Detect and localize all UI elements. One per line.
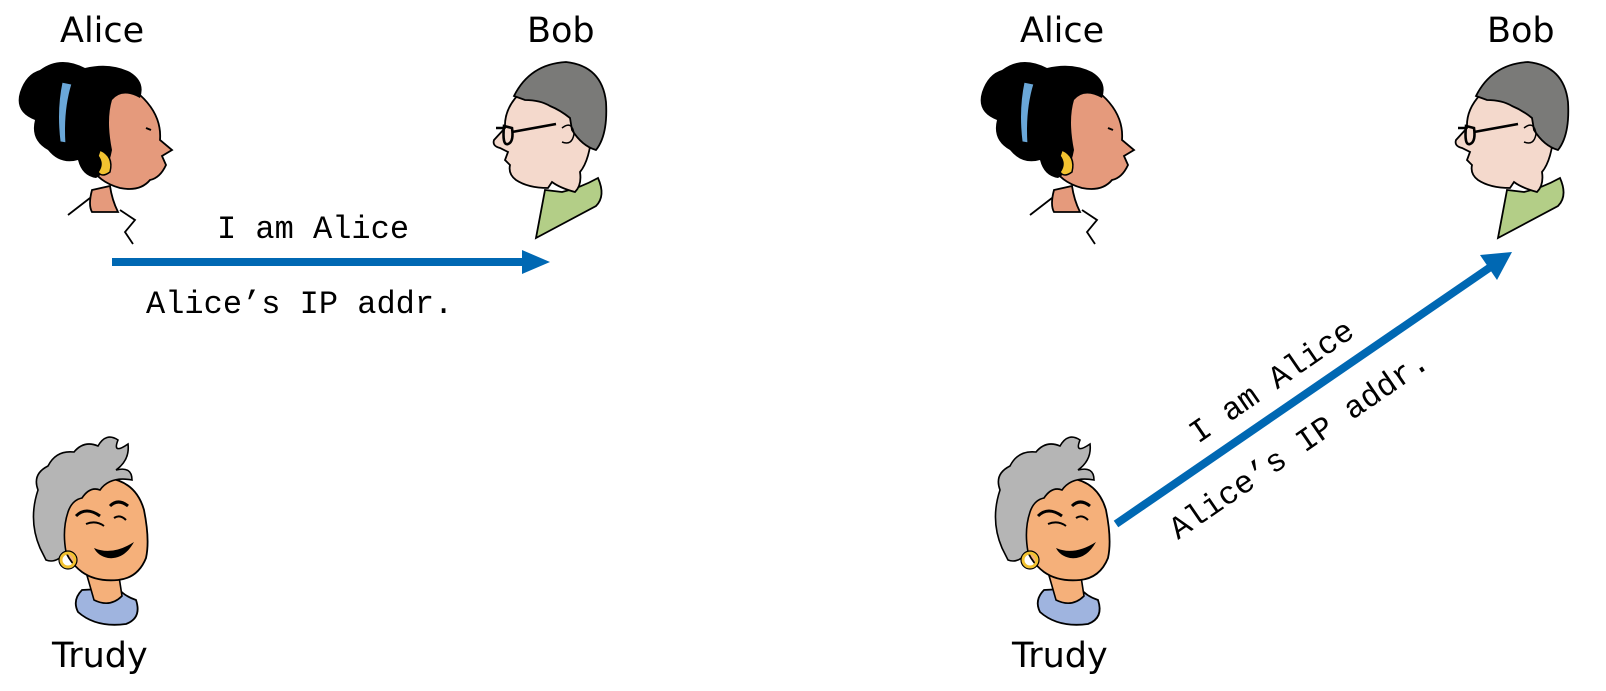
alice-figure xyxy=(979,60,1135,245)
alice-label: Alice xyxy=(60,11,144,51)
message-arrowhead xyxy=(522,250,550,274)
bob-figure xyxy=(1454,60,1570,240)
alice-label: Alice xyxy=(1020,11,1104,51)
trudy-label: Trudy xyxy=(51,636,148,676)
right-panel: Alice Bob Trudy I am Alice Alice’s IP ad… xyxy=(979,11,1570,676)
alice-figure xyxy=(17,60,173,245)
trudy-figure xyxy=(993,435,1112,627)
spoofed-message-arrow xyxy=(1113,262,1495,528)
bob-label: Bob xyxy=(527,11,595,51)
spoofed-message-arrowhead xyxy=(1480,252,1512,280)
bob-figure xyxy=(492,60,608,240)
left-panel: Alice Bob Trudy I am Alice Alice’s IP ad… xyxy=(17,11,608,676)
trudy-label: Trudy xyxy=(1011,636,1108,676)
bob-label: Bob xyxy=(1487,11,1555,51)
message-claim: I am Alice xyxy=(217,211,409,248)
trudy-figure xyxy=(31,435,150,627)
message-source-ip: Alice’s IP addr. xyxy=(146,286,453,323)
